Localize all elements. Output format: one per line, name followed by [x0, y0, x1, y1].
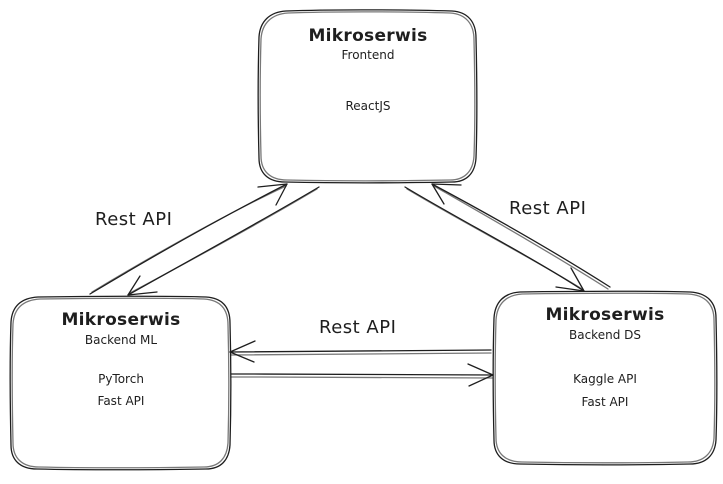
- arrow-ds-to-frontend: [431, 183, 611, 288]
- arrow-ml-to-ds: [230, 373, 494, 376]
- arrowhead-frontend-to-ml: [127, 275, 158, 296]
- arrowhead-ds-to-ml: [229, 340, 256, 363]
- backend-ml-tech-pytorch: PyTorch: [98, 372, 144, 386]
- frontend-title: Mikroserwis: [308, 26, 428, 46]
- frontend-tech-reactjs: ReactJS: [345, 99, 391, 113]
- backend-ml-node: Mikroserwis Backend ML PyTorch Fast API: [12, 298, 230, 468]
- edge-label-frontend-ds: Rest API: [509, 198, 587, 219]
- edge-ml-ds-arrows: [229, 340, 494, 387]
- backend-ds-box: [492, 290, 718, 466]
- arrowhead-ds-to-frontend: [431, 183, 462, 205]
- backend-ds-node: Mikroserwis Backend DS Kaggle API Fast A…: [495, 293, 715, 463]
- edge-frontend-ds-arrows: [404, 183, 611, 292]
- edge-frontend-ml-arrows: [89, 183, 320, 296]
- frontend-node: Mikroserwis Frontend ReactJS: [260, 12, 476, 182]
- backend-ds-tech-kaggle: Kaggle API: [573, 372, 637, 386]
- backend-ds-subtitle: Backend DS: [569, 328, 641, 342]
- frontend-subtitle: Frontend: [341, 48, 395, 62]
- arrowhead-ml-to-ds: [467, 363, 494, 387]
- arrow-ds-to-ml: [229, 349, 492, 353]
- backend-ds-title: Mikroserwis: [545, 305, 665, 325]
- frontend-box: [257, 9, 478, 184]
- arrowhead-frontend-to-ds: [555, 267, 585, 292]
- backend-ml-box: [9, 295, 232, 471]
- arrowhead-ml-to-frontend: [257, 183, 288, 206]
- backend-ml-title: Mikroserwis: [61, 310, 181, 330]
- backend-ds-tech-fastapi: Fast API: [581, 395, 629, 409]
- backend-ml-subtitle: Backend ML: [84, 333, 158, 347]
- edge-label-ml-ds: Rest API: [319, 317, 397, 338]
- edge-label-frontend-ml: Rest API: [95, 209, 173, 230]
- backend-ml-tech-fastapi: Fast API: [97, 394, 145, 408]
